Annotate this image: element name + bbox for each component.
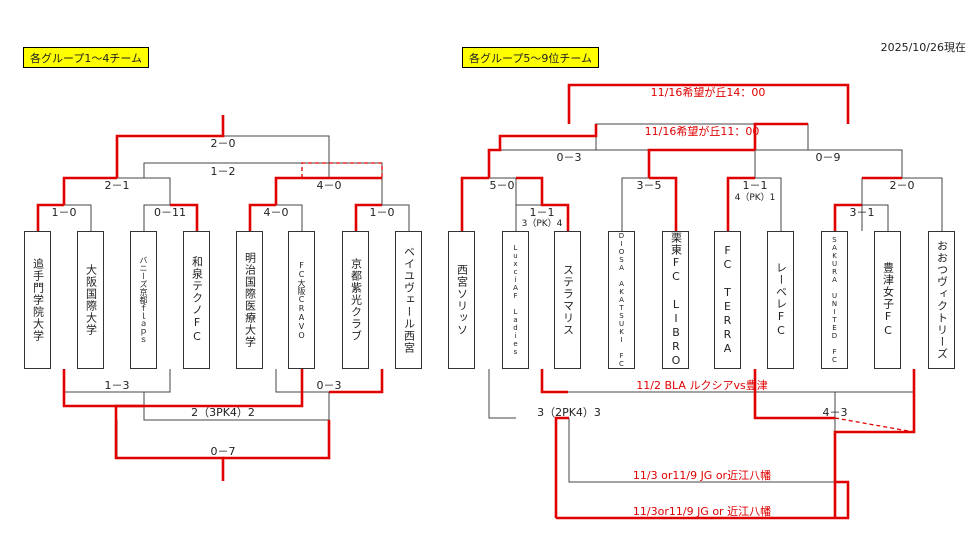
match-score: 2－0 (210, 137, 236, 150)
match-score: 3－1 (849, 206, 875, 219)
match-score: 0－11 (154, 206, 186, 219)
match-score: 0－7 (210, 445, 236, 458)
as-of-date: 2025/10/26現在 (880, 41, 966, 54)
team-box: レーベレFC (767, 231, 794, 369)
team-box: 明治国際医療大学 (236, 231, 263, 369)
team-box: SAKURA UNITED FC (821, 231, 848, 369)
team-box: バニーズ京都ｆｌａｐｓ (130, 231, 157, 369)
schedule-note: 11/16希望が丘11：00 (644, 125, 760, 138)
left-section-header: 各グループ1～4チーム (23, 47, 150, 68)
team-box: おおつヴィクトリーズ (928, 231, 955, 369)
pk-note: 4（PK）1 (734, 193, 776, 203)
match-score: 1－0 (51, 206, 77, 219)
match-score: 3－5 (636, 179, 662, 192)
team-box: ステラマリス (554, 231, 581, 369)
team-box: 追手門学院大学 (24, 231, 51, 369)
match-score: 2（3PK4）2 (191, 406, 255, 419)
pk-note: 3（PK）4 (521, 219, 563, 229)
team-box: 和泉テクノFC (183, 231, 210, 369)
team-box: 豊津女子FC (874, 231, 901, 369)
team-box: 栗東FC LIBRO (662, 231, 689, 369)
schedule-note: 11/3or11/9 JG or 近江八幡 (632, 505, 772, 518)
team-box: 西宮ソリッソ (448, 231, 475, 369)
match-score: 1－1 (742, 179, 768, 192)
match-score: 3（2PK4）3 (537, 406, 601, 419)
team-box: FC TERRA (714, 231, 741, 369)
match-score: 5－0 (489, 179, 515, 192)
match-score: 1－2 (210, 165, 236, 178)
schedule-note: 11/3 or11/9 JG or近江八幡 (632, 469, 772, 482)
match-score: 4－0 (316, 179, 342, 192)
match-score: 1－1 (529, 206, 555, 219)
team-box: ベイユヴェール西宮 (395, 231, 422, 369)
match-score: 1－3 (104, 379, 130, 392)
team-box: FC大阪CRAVO (288, 231, 315, 369)
match-score: 2－1 (104, 179, 130, 192)
match-score: 4－0 (263, 206, 289, 219)
match-score: 2－0 (889, 179, 915, 192)
match-score: 1－0 (369, 206, 395, 219)
schedule-note: 11/2 BLA ルクシアvs豊津 (636, 379, 768, 392)
match-score: 0－3 (316, 379, 342, 392)
match-score: 0－3 (556, 151, 582, 164)
schedule-note: 11/16希望が丘14：00 (650, 86, 766, 99)
team-box: DIOSA AKATSUKI FC (608, 231, 635, 369)
match-score: 4－3 (822, 406, 848, 419)
team-box: 大阪国際大学 (77, 231, 104, 369)
team-box: 京都紫光クラブ (342, 231, 369, 369)
match-score: 0－9 (815, 151, 841, 164)
team-box: LuxciAF Ladies (502, 231, 529, 369)
right-section-header: 各グループ5～9位チーム (462, 47, 600, 68)
